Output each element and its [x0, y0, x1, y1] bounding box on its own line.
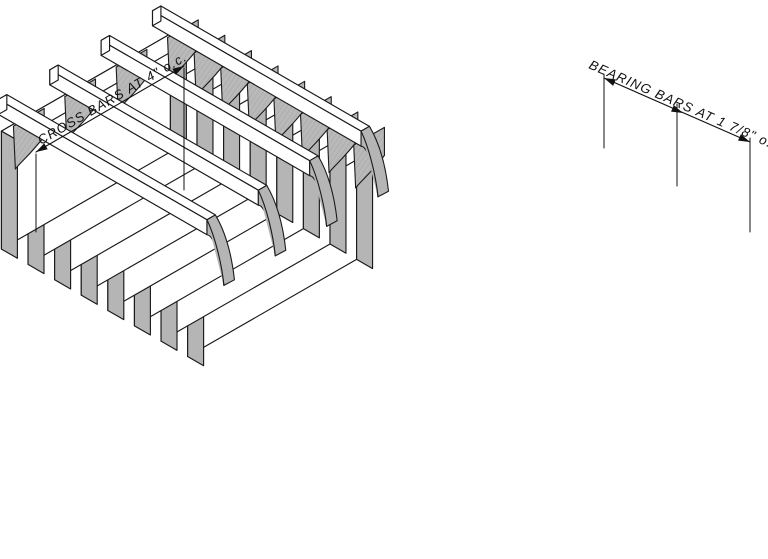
cross-bar-hook-ridge [309, 160, 328, 227]
cross-bar-hook-ridge [360, 130, 379, 198]
cross-bars-arrow-right [172, 66, 184, 75]
cross-bar-start-cap [151, 5, 162, 27]
cross-bar-hook-ridge [206, 219, 225, 286]
cross-bar-hook-ridge [257, 189, 276, 257]
cross-bars-dimension-line [35, 65, 185, 153]
cross-bar-start-cap [49, 64, 59, 86]
bearing-bars-arrow-left [604, 78, 616, 86]
cross-bar-start-cap [100, 34, 111, 56]
bearing-bars-arrow-right [738, 134, 750, 142]
grating-geometry [0, 5, 390, 367]
bearing-bar-end-face [0, 130, 18, 259]
cross-bars-arrow-left [36, 143, 48, 152]
cross-bar-start-cap [0, 94, 8, 115]
